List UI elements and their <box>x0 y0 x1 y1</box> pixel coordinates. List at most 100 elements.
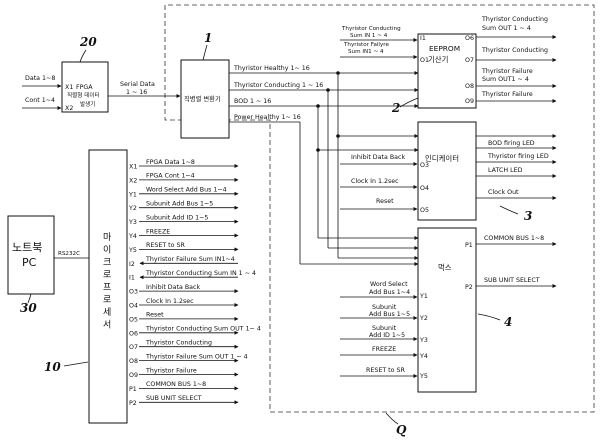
fpga-line2: 직렬형 데이터 <box>67 91 100 99</box>
micro-signal-port: Y1 <box>128 191 137 198</box>
micro-signal-label: Thyristor Failure <box>145 367 197 374</box>
eeprom-out-4-label: Thyristor Failure <box>481 91 533 98</box>
micro-signal-label: Thyristor Failure Sum IN1~4 <box>145 256 235 263</box>
micro-signal-port: P2 <box>129 400 137 407</box>
micro-signal-label: Subunit Add ID 1~5 <box>146 214 208 221</box>
micro-signal-label: Thyristor Failure Sum OUT 1 ~ 4 <box>145 353 248 360</box>
mux-port-y2: Y2 <box>419 315 428 322</box>
serial-data-range: 1 ~ 16 <box>126 89 147 96</box>
mux-block <box>418 228 476 392</box>
fpga-port-x1: X1 <box>65 84 73 91</box>
eeprom-subtitle: 기산기 <box>428 55 448 64</box>
eeprom-port-o9: O9 <box>465 98 474 105</box>
eeprom-out-3-label-1: Thyristor Failure <box>481 68 533 75</box>
eeprom-port-o1: O1 <box>420 57 429 64</box>
micro-title-char: 세 <box>103 307 111 318</box>
mux-title: 먹스 <box>438 263 452 272</box>
region-q-ref: Q <box>396 423 407 437</box>
indicator-title: 인디케이터 <box>425 154 459 163</box>
mux-in-4-label: FREEZE <box>372 346 396 353</box>
mux-in-2-label-1: Subunit <box>372 304 397 311</box>
eeprom-ref: 2 <box>391 101 400 115</box>
notebook-line2: PC <box>22 256 37 269</box>
mux-in-3-label-2: Add ID 1~5 <box>369 332 405 339</box>
eeprom-out-1-label-2: Sum OUT 1 ~ 4 <box>482 25 531 32</box>
indicator-ref-leader <box>500 206 518 214</box>
micro-signal-list: X1FPGA Data 1~8X2FPGA Cont 1~4Y1Word Sel… <box>128 159 261 407</box>
micro-signal-label: RESET to SR <box>146 242 185 249</box>
mux-in-1-label-1: Word Select <box>370 281 408 288</box>
converter-out-healthy-label: Thyristor Healthy 1~ 16 <box>233 65 310 72</box>
eeprom-port-o6: O6 <box>465 35 474 42</box>
micro-signal-label: Reset <box>146 312 164 319</box>
micro-signal-port: X2 <box>129 177 137 184</box>
micro-signal-port: Y4 <box>128 233 137 240</box>
mux-port-y5: Y5 <box>419 373 428 380</box>
micro-signal-label: Thyristor Conducting Sum OUT 1~ 4 <box>145 326 261 333</box>
fpga-in-data-label: Data 1~8 <box>25 75 55 82</box>
micro-signal-port: I2 <box>129 261 135 268</box>
micro-title-char: 크 <box>103 258 111 268</box>
micro-title-char: 서 <box>103 320 111 331</box>
indicator-in-clock-label: Clock In 1.2sec <box>351 178 399 185</box>
micro-signal-port: Y5 <box>128 247 137 254</box>
mux-in-1-label-2: Add Bus 1~4 <box>369 289 410 296</box>
micro-ref-leader <box>64 362 88 366</box>
micro-signal-label: FPGA Cont 1~4 <box>146 173 195 180</box>
mux-port-y4: Y4 <box>419 353 428 360</box>
eeprom-in-sum-label-2: Sum IN 1 ~ 4 <box>350 33 388 39</box>
mux-out-common-label: COMMON BUS 1~8 <box>484 235 544 242</box>
micro-title-char: 이 <box>103 245 111 256</box>
micro-title-char: 로 <box>103 271 111 281</box>
eeprom-port-o7: O7 <box>465 57 474 64</box>
indicator-in-inhibit-label: Inhibit Data Back <box>351 154 405 161</box>
micro-signal-port: I1 <box>129 275 135 282</box>
eeprom-out-2-label: Thyristor Conducting <box>481 47 548 54</box>
micro-signal-label: Thyristor Conducting Sum IN 1 ~ 4 <box>145 270 256 277</box>
micro-signal-port: O7 <box>129 344 138 351</box>
micro-signal-label: FREEZE <box>146 228 170 235</box>
indicator-ref: 3 <box>524 209 532 223</box>
micro-signal-port: O5 <box>129 316 138 323</box>
eeprom-in-sum-label-1: Thyristor Conducting <box>341 26 401 32</box>
mux-port-y3: Y3 <box>419 337 428 344</box>
notebook-block <box>8 216 54 294</box>
micro-signal-label: SUB UNIT SELECT <box>146 395 202 402</box>
indicator-out-3-label: LATCH LED <box>488 167 523 174</box>
indicator-block <box>418 122 476 220</box>
micro-signal-port: P1 <box>129 386 137 393</box>
fpga-ref-leader <box>80 50 86 62</box>
fpga-port-x2: X2 <box>65 105 73 112</box>
mux-out-subunit-label: SUB UNIT SELECT <box>484 277 540 284</box>
mux-ref-leader <box>478 314 500 320</box>
micro-signal-port: Y2 <box>128 205 137 212</box>
micro-signal-label: FPGA Data 1~8 <box>146 159 195 166</box>
converter-ref: 1 <box>204 31 212 45</box>
mux-in-3-label-1: Subunit <box>372 325 397 332</box>
mux-port-y1: Y1 <box>419 293 428 300</box>
micro-signal-port: O9 <box>129 372 138 379</box>
eeprom-out-1-label-1: Thyristor Conducting <box>481 16 548 23</box>
fpga-in-cont-label: Cont 1~4 <box>25 97 55 104</box>
mux-ref: 4 <box>504 315 512 329</box>
eeprom-in-fail-label-1: Thyristor Failyre <box>343 42 389 48</box>
rs232c-label: RS232C <box>58 251 80 257</box>
mux-port-p1: P1 <box>465 242 473 249</box>
eeprom-port-o8: O8 <box>465 83 474 90</box>
micro-signal-port: O4 <box>129 303 138 310</box>
micro-signal-label: Inhibit Data Back <box>146 284 200 291</box>
micro-title-char: 마 <box>103 232 112 243</box>
micro-signal-label: Thyristor Conducting <box>145 340 212 347</box>
micro-title-char: 로 <box>103 296 111 306</box>
serial-data-label: Serial Data <box>120 81 155 88</box>
indicator-out-2-label: BOD firing LED <box>488 140 535 147</box>
micro-signal-label: COMMON BUS 1~8 <box>146 381 206 388</box>
micro-signal-port: O8 <box>129 358 138 365</box>
micro-signal-port: Y3 <box>128 219 137 226</box>
notebook-ref: 30 <box>20 301 37 315</box>
converter-label: 직병렬 변환기 <box>184 94 221 103</box>
indicator-out-1-label: Thyristor firing LED <box>487 153 549 160</box>
fpga-title: FPGA <box>76 84 93 91</box>
